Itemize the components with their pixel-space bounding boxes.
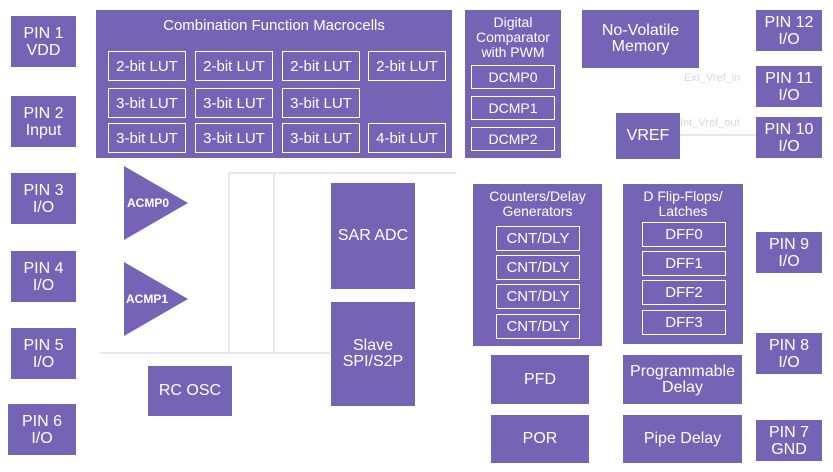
- acmp0-triangle: [124, 166, 188, 240]
- pin-3-name: PIN 3: [23, 181, 64, 199]
- dcmp-title-line1: Digital: [493, 14, 533, 30]
- counters-title: Counters/Delay Generators: [473, 189, 602, 219]
- pin-4-name: PIN 4: [23, 259, 64, 277]
- cnt-dly-cell: CNT/DLY: [496, 255, 580, 280]
- por-block: POR: [491, 415, 589, 463]
- pin-6-name: PIN 6: [21, 412, 62, 430]
- dcmp-cell: DCMP0: [471, 65, 555, 89]
- dff-block: D Flip-Flops/ Latches DFF0 DFF1 DFF2 DFF…: [623, 184, 743, 344]
- pin-7-name: PIN 7: [768, 423, 809, 441]
- dcmp-title-line3: with PWM: [481, 44, 545, 60]
- pin-10-signal: I/O: [778, 137, 800, 155]
- acmp1-triangle: [124, 262, 188, 336]
- acmp0-label: ACMP0: [127, 196, 170, 210]
- pin-9-signal: I/O: [778, 252, 800, 270]
- pin-1-name: PIN 1: [23, 24, 64, 42]
- lut-cell: 2-bit LUT: [282, 51, 360, 81]
- rc-osc-block: RC OSC: [148, 366, 232, 416]
- wire-bus-vertical-mid: [273, 172, 275, 352]
- cnt-dly-cell: CNT/DLY: [496, 284, 580, 309]
- sar-adc-block: SAR ADC: [331, 183, 415, 289]
- lut-cell: 3-bit LUT: [195, 123, 273, 153]
- pin-10-name: PIN 10: [764, 120, 814, 138]
- dff-title: D Flip-Flops/ Latches: [623, 189, 743, 219]
- dcmp-title: Digital Comparator with PWM: [465, 15, 561, 60]
- pin-4-signal: I/O: [32, 276, 55, 294]
- vref-block: VREF: [616, 113, 680, 159]
- dff-title-line2: Latches: [658, 203, 708, 219]
- nvm-line2: Memory: [611, 38, 670, 55]
- wire-bus-horizontal-bottom: [100, 352, 330, 354]
- nvm-line1: No-Volatile: [601, 22, 680, 39]
- wire-bus-horizontal-top: [228, 172, 456, 174]
- pin-6-signal: I/O: [31, 429, 53, 447]
- dcmp-title-line2: Comparator: [476, 29, 550, 45]
- dff-cell: DFF2: [642, 280, 726, 305]
- macrocells-title: Combination Function Macrocells: [163, 17, 385, 34]
- pin-3-signal: I/O: [32, 198, 55, 216]
- pfd-block: PFD: [491, 355, 589, 404]
- pin-12-name: PIN 12: [764, 13, 814, 31]
- slave-line1: Slave: [352, 337, 393, 354]
- dff-cell: DFF1: [642, 251, 726, 276]
- lut-cell: 3-bit LUT: [108, 88, 186, 118]
- lut-cell: 2-bit LUT: [368, 51, 446, 81]
- pin-7-signal: GND: [771, 440, 807, 458]
- counters-block: Counters/Delay Generators CNT/DLY CNT/DL…: [473, 184, 602, 346]
- dcmp-cell: DCMP1: [471, 96, 555, 120]
- lut-cell: 2-bit LUT: [195, 51, 273, 81]
- pin-9-name: PIN 9: [768, 235, 809, 253]
- lut-cell: 2-bit LUT: [108, 51, 186, 81]
- lut-cell: 3-bit LUT: [108, 123, 186, 153]
- acmp1-label: ACMP1: [126, 292, 169, 306]
- pin-5-signal: I/O: [32, 353, 55, 371]
- pin-5-name: PIN 5: [23, 336, 64, 354]
- dff-cell: DFF0: [642, 222, 726, 247]
- lut-cell: 3-bit LUT: [282, 123, 360, 153]
- counters-title-line2: Generators: [502, 203, 573, 219]
- lut-cell: 4-bit LUT: [368, 123, 446, 153]
- slave-line2: SPI/S2P: [342, 353, 404, 370]
- pin-12-signal: I/O: [778, 30, 800, 48]
- macrocells-block: Combination Function Macrocells 2-bit LU…: [96, 10, 452, 158]
- dcmp-block: Digital Comparator with PWM DCMP0 DCMP1 …: [465, 10, 561, 158]
- pin-8-name: PIN 8: [768, 336, 809, 354]
- pin-2-signal: Input: [25, 121, 62, 139]
- int-vref-label: Int_Vref_out: [680, 117, 740, 129]
- lut-cell: 3-bit LUT: [195, 88, 273, 118]
- ext-vref-label: Ext_Vref_in: [684, 72, 741, 84]
- prog-delay-line1: Programmable: [630, 362, 735, 380]
- cnt-dly-cell: CNT/DLY: [496, 314, 580, 339]
- wire-vref-link: [680, 134, 758, 136]
- lut-cell: 3-bit LUT: [282, 88, 360, 118]
- dff-cell: DFF3: [642, 310, 726, 335]
- pin-11-name: PIN 11: [765, 69, 813, 87]
- pin-11-signal: I/O: [778, 86, 800, 104]
- dcmp-cell: DCMP2: [471, 127, 555, 151]
- pin-1-signal: VDD: [26, 41, 61, 59]
- pipe-delay-block: Pipe Delay: [623, 415, 742, 463]
- prog-delay-line2: Delay: [662, 378, 703, 396]
- pin-8-signal: I/O: [778, 353, 800, 371]
- pin-2-name: PIN 2: [23, 104, 64, 122]
- cnt-dly-cell: CNT/DLY: [496, 226, 580, 251]
- dff-title-line1: D Flip-Flops/: [643, 188, 723, 204]
- wire-bus-vertical-left: [228, 172, 230, 352]
- counters-title-line1: Counters/Delay: [489, 188, 586, 204]
